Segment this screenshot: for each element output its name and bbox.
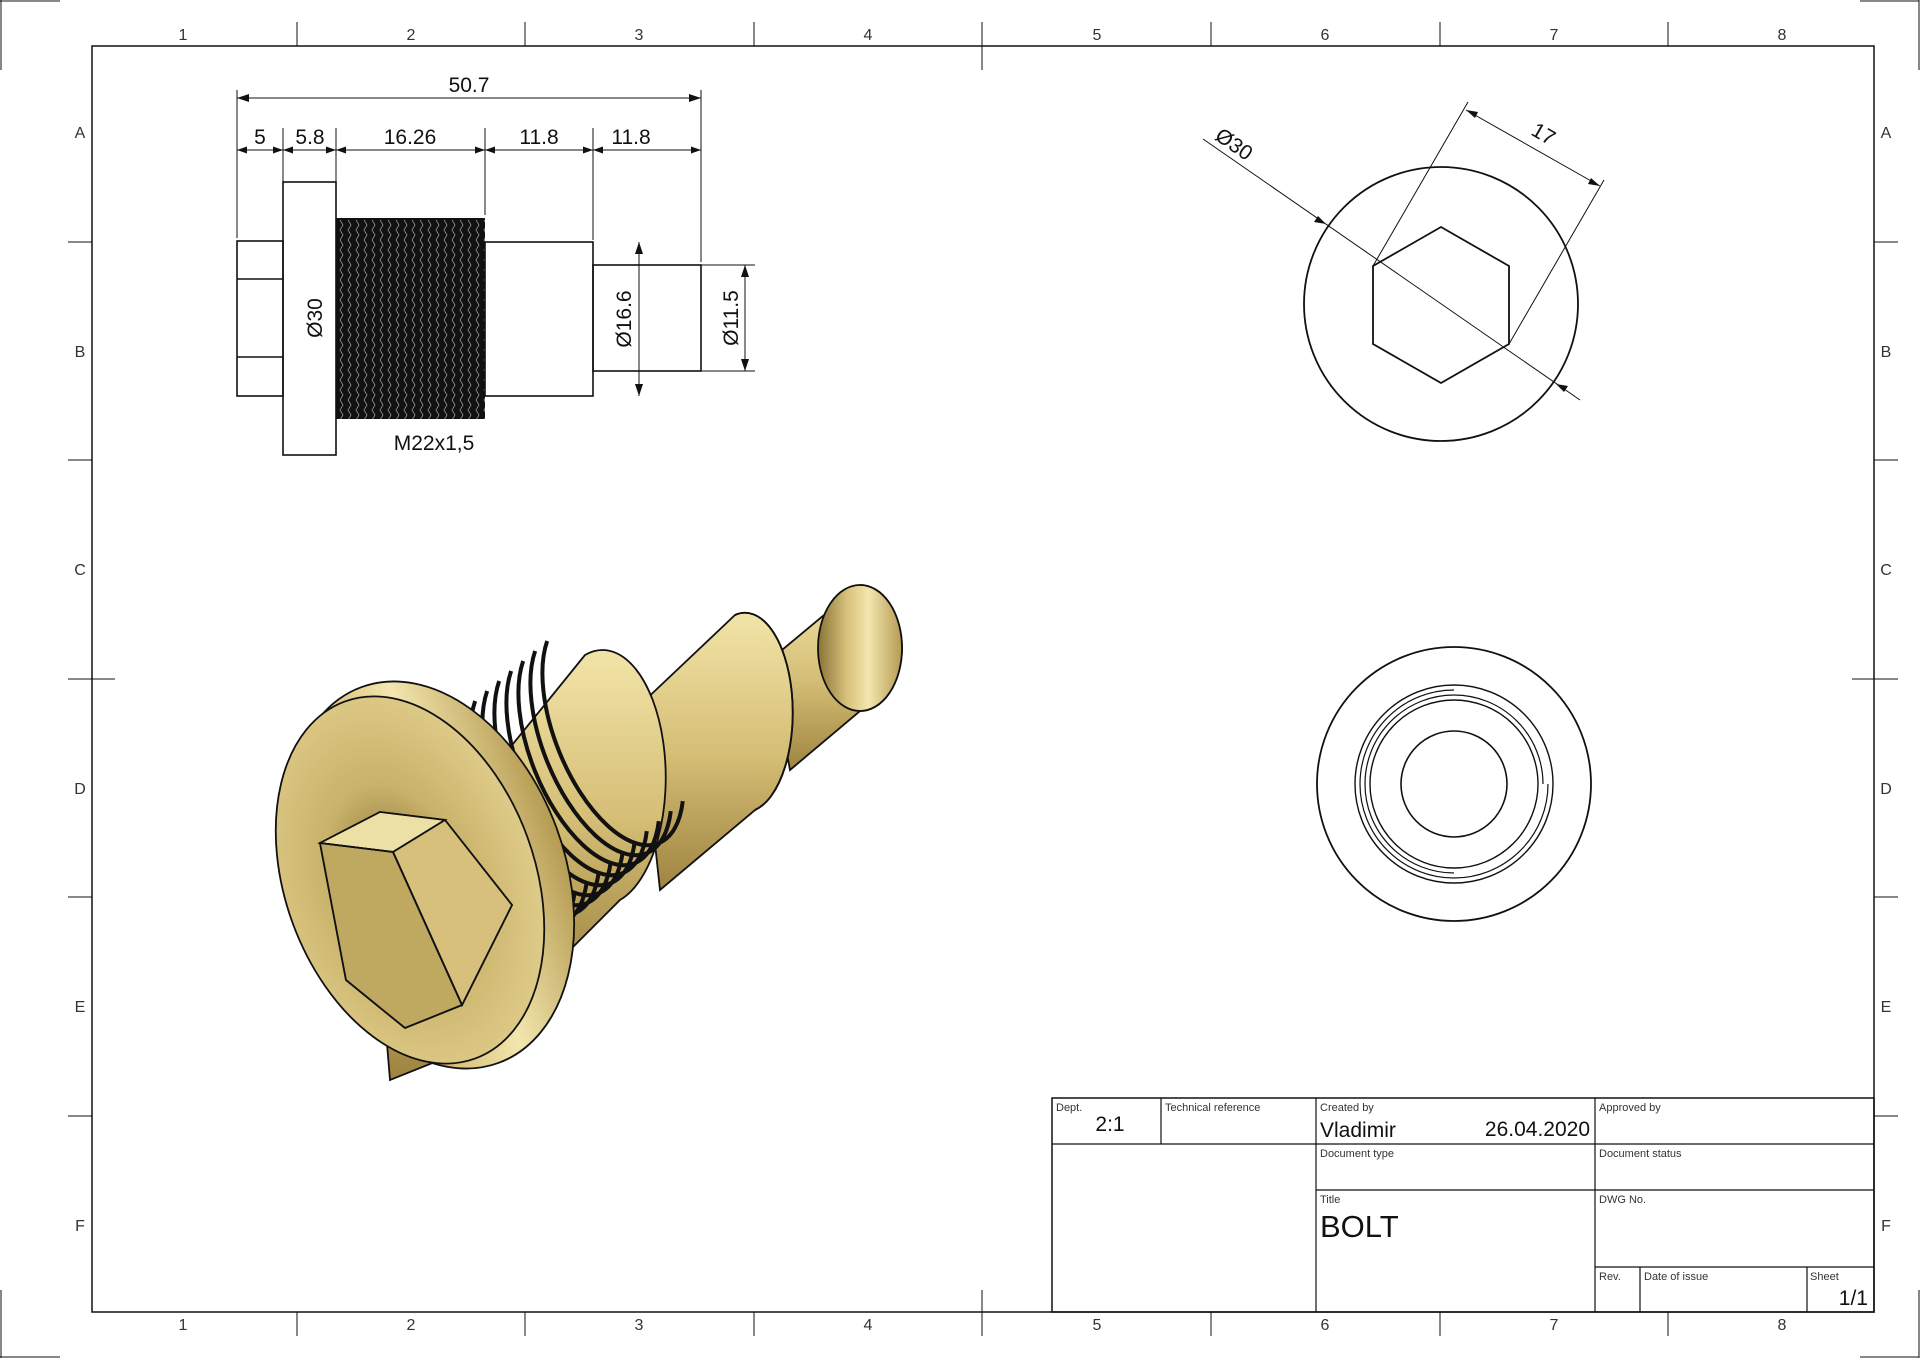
thread-hatch-line	[355, 219, 360, 421]
thread-hatch-line	[395, 219, 400, 421]
thread-hatch-line	[347, 219, 352, 421]
thread-hatch-line	[379, 219, 384, 421]
tb-dwg-no-label: DWG No.	[1599, 1194, 1646, 1206]
row-label: E	[75, 999, 86, 1016]
hex-across-flats: 17	[1527, 119, 1559, 151]
col-label: 4	[864, 27, 873, 44]
thread-hatch-line	[411, 219, 416, 421]
tb-created-by-label: Created by	[1320, 1102, 1374, 1114]
thread-section	[336, 218, 485, 419]
isometric-render	[274, 584, 903, 1082]
dim-flange-length: 5.8	[295, 126, 324, 149]
thread-hatch-line	[459, 219, 464, 421]
col-label: 7	[1550, 27, 1559, 44]
tb-scale: 2:1	[1095, 1113, 1124, 1136]
col-label: 6	[1321, 1317, 1330, 1334]
col-label: 5	[1093, 27, 1102, 44]
column-labels-top: 1 2 3 4 5 6 7 8	[179, 27, 1787, 44]
row-labels-left: A B C D E F	[74, 125, 86, 1235]
tb-title-label: Title	[1320, 1194, 1340, 1206]
col-label: 8	[1778, 1317, 1787, 1334]
row-label: D	[1880, 781, 1892, 798]
row-label: B	[75, 344, 86, 361]
tb-approved-by-label: Approved by	[1599, 1102, 1661, 1114]
thread-hatch-line	[451, 219, 456, 421]
thread-hatch-line	[435, 219, 440, 421]
row-label: F	[75, 1218, 85, 1235]
tb-dept-label: Dept.	[1056, 1102, 1082, 1114]
tb-tech-ref-label: Technical reference	[1165, 1102, 1260, 1114]
tb-sheet-label: Sheet	[1810, 1271, 1839, 1283]
col-label: 1	[179, 27, 188, 44]
end-view-hex: Ø30 17	[1202, 101, 1605, 442]
dim-pin-diameter: Ø11.5	[720, 290, 743, 346]
col-label: 1	[179, 1317, 188, 1334]
col-label: 3	[635, 27, 644, 44]
tb-rev-label: Rev.	[1599, 1271, 1621, 1283]
tb-title: BOLT	[1320, 1209, 1399, 1244]
title-block: Dept. 2:1 Technical reference Created by…	[1051, 1097, 1875, 1313]
col-label: 2	[407, 1317, 416, 1334]
end-view-pin	[1316, 646, 1592, 922]
row-label: C	[74, 562, 86, 579]
tb-doc-status-label: Document status	[1599, 1148, 1682, 1160]
dim-thread-length: 16.26	[384, 126, 437, 149]
column-labels-bottom: 1 2 3 4 5 6 7 8	[179, 1317, 1787, 1334]
col-label: 6	[1321, 27, 1330, 44]
thread-hatch-line	[363, 219, 368, 421]
dim-shoulder-length: 11.8	[519, 126, 558, 149]
thread-hatch-line	[427, 219, 432, 421]
col-label: 8	[1778, 27, 1787, 44]
row-label: E	[1881, 999, 1892, 1016]
thread-hatch-line	[387, 219, 392, 421]
col-label: 5	[1093, 1317, 1102, 1334]
thread-hatch-line	[443, 219, 448, 421]
col-label: 2	[407, 27, 416, 44]
thread-hatch-line	[467, 219, 472, 421]
tb-created-by: Vladimir	[1320, 1119, 1396, 1142]
dim-flange-diameter: Ø30	[304, 298, 327, 338]
front-view: 50.7 5 5.8 16.26 11.8 11.8 Ø30 Ø16.6 Ø11…	[236, 74, 755, 456]
thread-ring	[528, 622, 674, 858]
thread-ring	[516, 632, 662, 868]
row-labels-right: A B C D E F	[1880, 125, 1892, 1235]
thread-ring	[540, 612, 686, 848]
tb-date: 26.04.2020	[1485, 1118, 1590, 1141]
tb-date-issue-label: Date of issue	[1644, 1271, 1708, 1283]
col-label: 4	[864, 1317, 873, 1334]
thread-hatch-line	[475, 219, 480, 421]
row-label: C	[1880, 562, 1892, 579]
row-label: B	[1881, 344, 1892, 361]
dim-pin-length: 11.8	[611, 126, 650, 149]
thread-hatch-line	[483, 219, 488, 421]
end-view-diameter: Ø30	[1211, 124, 1257, 166]
row-label: A	[75, 125, 86, 142]
row-label: A	[1881, 125, 1892, 142]
row-label: D	[74, 781, 86, 798]
thread-hatch-line	[403, 219, 408, 421]
row-label: F	[1881, 1218, 1891, 1235]
dim-overall-length: 50.7	[449, 74, 490, 97]
dim-head-length: 5	[254, 126, 266, 149]
zone-ticks	[68, 22, 1898, 1336]
thread-hatch-line	[339, 219, 344, 421]
thread-hatch-line	[419, 219, 424, 421]
dim-shoulder-diameter: Ø16.6	[613, 290, 636, 347]
tb-doc-type-label: Document type	[1320, 1148, 1394, 1160]
tb-sheet-value: 1/1	[1839, 1287, 1868, 1310]
col-label: 7	[1550, 1317, 1559, 1334]
thread-callout: M22x1,5	[394, 432, 475, 455]
col-label: 3	[635, 1317, 644, 1334]
thread-hatch-line	[371, 219, 376, 421]
